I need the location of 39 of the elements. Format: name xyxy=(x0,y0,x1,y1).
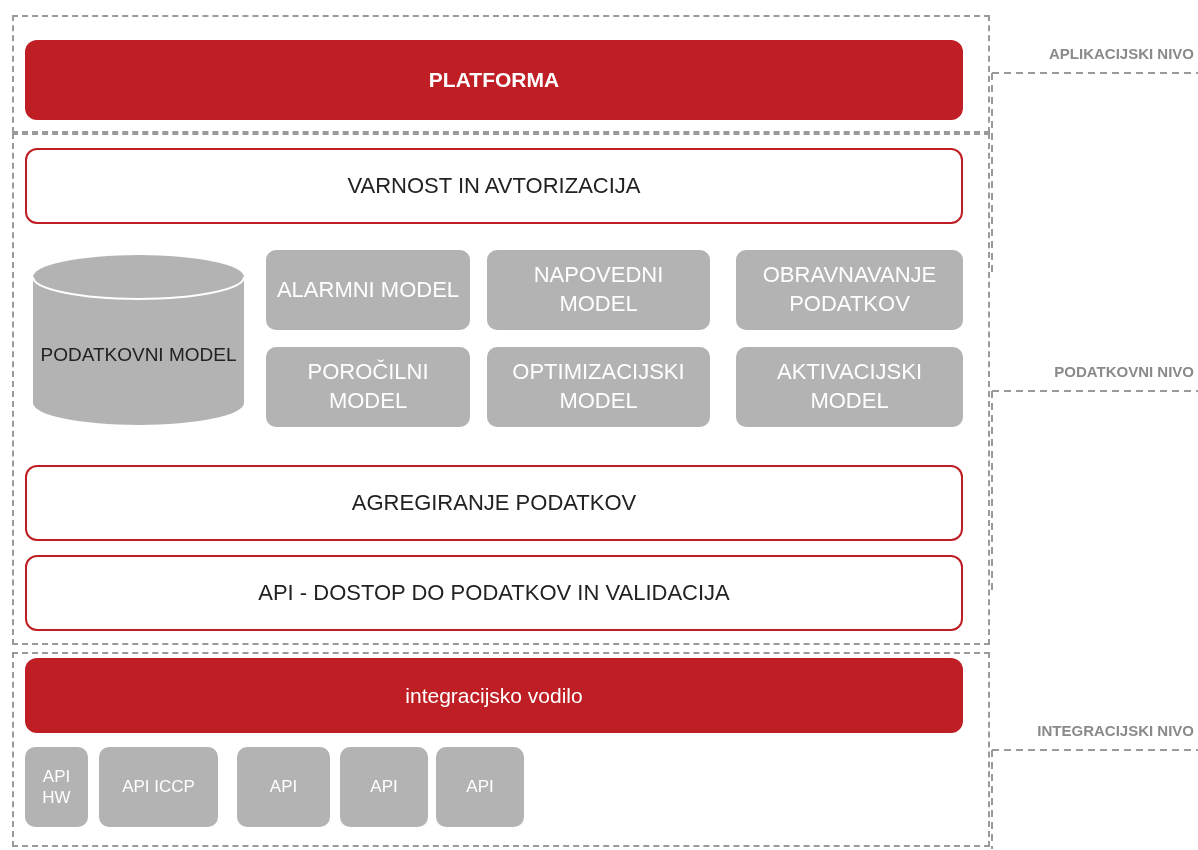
module-box xyxy=(266,347,470,427)
api-box xyxy=(25,747,88,827)
api-box xyxy=(436,747,524,827)
box-label: API xyxy=(369,776,399,798)
layer-frame xyxy=(12,652,990,847)
cylinder-label: PODATKOVNI MODEL xyxy=(39,343,238,368)
box-label: API HW xyxy=(41,765,72,809)
api-box xyxy=(237,747,330,827)
layer-label: INTEGRACIJSKI NIVO xyxy=(1037,722,1194,739)
box-label: POROČILNI MODEL xyxy=(306,358,430,415)
module-box xyxy=(736,347,963,427)
module-box xyxy=(266,250,470,330)
layer-bar xyxy=(25,40,963,120)
layer-label: PODATKOVNI NIVO xyxy=(1054,363,1194,380)
box-label: integracijsko vodilo xyxy=(404,683,584,708)
box-label: OBRAVNAVANJE PODATKOV xyxy=(761,261,938,318)
layer-frame xyxy=(12,15,990,133)
box-label: API ICCP xyxy=(121,776,196,798)
layer-bar xyxy=(25,658,963,733)
layer-box xyxy=(25,555,963,631)
layer-label: APLIKACIJSKI NIVO xyxy=(1048,45,1194,62)
box-label: API - DOSTOP DO PODATKOV IN VALIDACIJA xyxy=(257,580,731,606)
module-box xyxy=(487,347,710,427)
box-label: API xyxy=(268,776,299,798)
module-box xyxy=(487,250,710,330)
layer-frame xyxy=(12,133,990,645)
box-label: PLATFORMA xyxy=(427,68,561,92)
module-box xyxy=(736,250,963,330)
box-label: VARNOST IN AVTORIZACIJA xyxy=(346,173,642,199)
box-label: ALARMNI MODEL xyxy=(275,275,461,304)
box-label: NAPOVEDNI MODEL xyxy=(532,261,665,318)
layer-box xyxy=(25,148,963,224)
box-label: AKTIVACIJSKI MODEL xyxy=(775,358,924,415)
api-box xyxy=(99,747,218,827)
api-box xyxy=(340,747,428,827)
box-label: OPTIMIZACIJSKI MODEL xyxy=(511,358,686,415)
box-label: AGREGIRANJE PODATKOV xyxy=(350,490,638,516)
box-label: API xyxy=(465,776,495,798)
layer-box xyxy=(25,465,963,541)
